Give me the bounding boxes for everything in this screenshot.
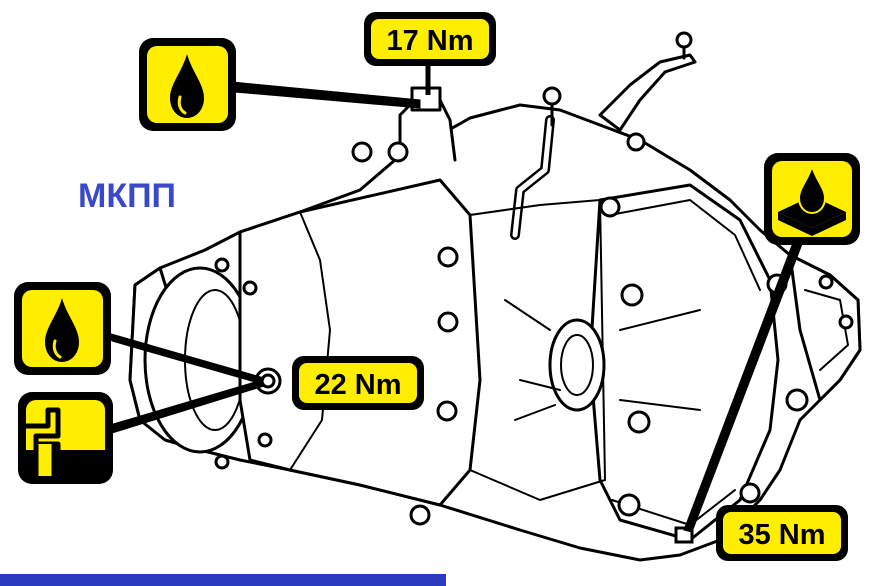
bottom-bar [0,574,446,586]
oil-pan-drop-icon [764,153,860,245]
torque-value-top: 17 Nm [386,25,473,57]
torque-label-top: 17 Nm [364,12,496,66]
oil-drop-icon [14,282,111,375]
torque-label-drain: 22 Nm [292,356,424,410]
fill-level-icon [18,392,113,484]
torque-value-drain: 22 Nm [314,369,401,401]
gearbox-housing [128,31,862,562]
leader-lines [107,64,803,533]
torque-value-bottom-right: 35 Nm [738,519,825,551]
torque-label-bottom-right: 35 Nm [716,505,848,561]
oil-drop-icon [139,38,236,131]
gearbox-title: МКПП [78,177,176,215]
